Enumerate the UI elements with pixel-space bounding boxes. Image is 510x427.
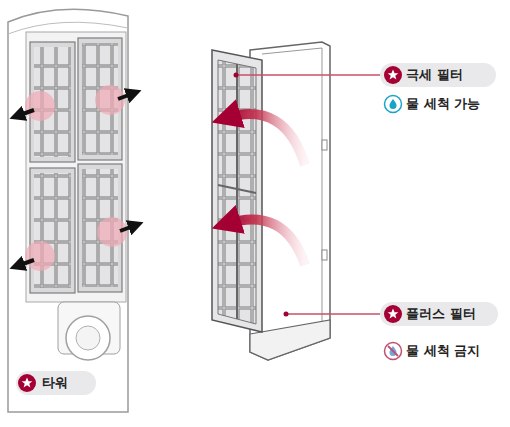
label-title: 극세 필터 [406,66,463,84]
tower-body [8,9,128,412]
star-symbol [388,309,399,319]
fine-filter-panel [212,50,262,332]
plus-filter-inner-edge [262,48,322,330]
washable-icon [385,96,402,113]
star-badge-circle [384,66,402,84]
fine-filter-divider [236,64,238,319]
tower-filter [30,168,75,293]
part-label-pill: 타워 [16,371,96,395]
frame-tab [322,250,327,260]
pull-arrow [17,110,34,116]
star-badge [384,305,402,323]
washable-icon-ring [385,96,402,113]
tower-round-part [76,326,100,350]
leader-line [236,74,384,76]
star-symbol [388,70,399,80]
star-symbol [22,378,33,388]
no-wash-icon [385,343,402,360]
removal-arrow [226,114,305,165]
water-drop [389,99,396,109]
removal-arrow [226,219,305,265]
no-wash-icon-ring [385,343,402,360]
wash-note: 물 세척 가능 [406,95,480,113]
wash-note: 물 세척 금지 [406,342,480,360]
pull-arrow [17,260,34,266]
prohibit-slash [388,346,398,356]
label-title: 타워 [42,374,68,392]
fine-filter-divider [218,185,256,193]
tower-panel [26,32,126,302]
label-title: 플러스 필터 [406,305,476,323]
star-badge-circle [384,305,402,323]
star-badge [18,374,36,392]
water-drop [389,346,396,356]
star-badge [384,66,402,84]
filter-label-pill: 극세 필터물 세척 가능 [380,63,496,87]
frame-tab [322,140,327,150]
leader-dot [284,312,289,317]
leader-dot [234,73,239,78]
tower-round-part [66,316,110,360]
fine-filter-mesh [218,60,256,324]
pull-arrow [120,225,136,231]
grip-highlight [25,241,55,271]
grip-highlight [25,91,55,121]
filter-label-pill: 플러스 필터물 세척 금지 [380,302,498,326]
leader-line [286,313,384,315]
pull-arrow [118,93,134,99]
star-badge-circle [18,374,36,392]
